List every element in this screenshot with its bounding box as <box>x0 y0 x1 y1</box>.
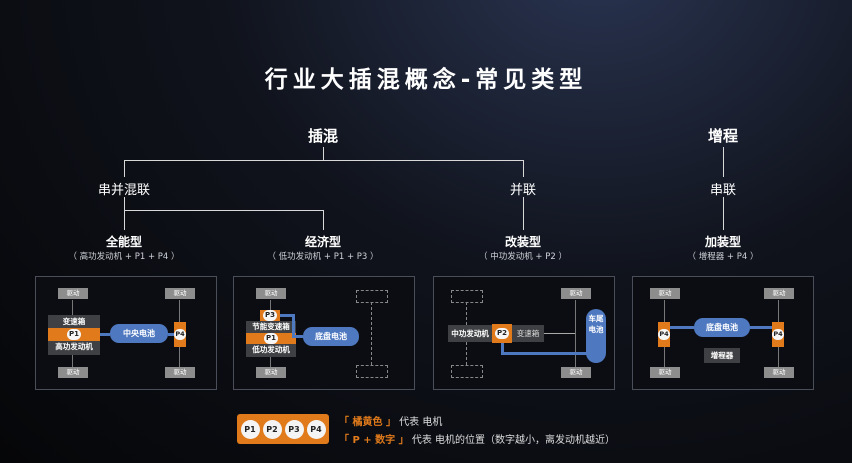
node-phev: 插混 <box>307 127 338 145</box>
drive-wheel: 驱动 <box>58 367 88 378</box>
type-name: 经济型 <box>304 235 341 249</box>
connector <box>501 343 504 355</box>
motor-p1-marker: P1 <box>246 333 296 344</box>
legend-color-desc: 代表 电机 <box>399 417 443 428</box>
tree-line <box>124 197 125 210</box>
badge-p4: P4 <box>306 419 326 439</box>
diagram-panel-economy: 驱动 驱动 P3 节能变速箱 低功发动机 P1 底盘电池 <box>233 276 415 390</box>
page-title: 行业大插混概念-常见类型 <box>264 67 588 93</box>
tree-line <box>124 210 324 211</box>
drive-wheel: 驱动 <box>256 288 286 299</box>
motor-p3-marker: P3 <box>260 310 280 321</box>
engine-label: 高功发动机 <box>55 342 93 351</box>
axle <box>270 300 271 312</box>
connector <box>670 326 694 329</box>
legend-p-key: 「 P + 数字 」 <box>339 435 409 446</box>
type-sub: （ 高功发动机 + P1 + P4 ） <box>68 252 180 262</box>
drive-wheel: 驱动 <box>650 288 680 299</box>
tree-line <box>523 197 524 230</box>
motor-p4-label: P4 <box>772 329 784 340</box>
motor-p1-label: P1 <box>66 329 81 340</box>
axle <box>72 354 73 367</box>
diagram-panel-retrofit: 驱动 驱动 中功发动机 P2 变速箱 车尾电池 <box>433 276 615 390</box>
rear-battery: 车尾电池 <box>586 309 606 363</box>
drive-wheel: 驱动 <box>561 288 591 299</box>
connector <box>100 333 110 336</box>
connector <box>750 326 772 329</box>
idle-wheel <box>356 365 388 378</box>
drive-wheel: 驱动 <box>650 367 680 378</box>
badge-p3: P3 <box>284 419 304 439</box>
drive-wheel: 驱动 <box>561 367 591 378</box>
type-name: 加装型 <box>704 235 741 249</box>
central-battery: 中央电池 <box>110 324 168 343</box>
motor-p2-label: P2 <box>494 328 509 339</box>
connector <box>295 335 303 338</box>
drive-wheel: 驱动 <box>165 367 195 378</box>
connector <box>168 333 174 336</box>
tree-line <box>124 210 125 230</box>
tree-line <box>124 160 524 161</box>
driveshaft <box>544 333 575 334</box>
type-sub: （ 增程器 + P4 ） <box>687 252 759 262</box>
motor-p4-marker: P4 <box>772 322 784 347</box>
engine-block: 中功发动机 <box>448 325 492 342</box>
legend-p-desc: 代表 电机的位置（数字越小，离发动机越近） <box>411 435 616 446</box>
type-name: 全能型 <box>105 235 142 249</box>
gearbox-label: 节能变速箱 <box>252 322 290 331</box>
motor-p3-label: P3 <box>262 310 277 321</box>
badge-p2: P2 <box>262 419 282 439</box>
legend-badges: P1 P2 P3 P4 <box>237 414 329 444</box>
drive-wheel: 驱动 <box>764 288 794 299</box>
badge-p1: P1 <box>240 419 260 439</box>
idle-axle <box>371 302 372 365</box>
tree-line <box>523 160 524 177</box>
diagram-panel-full: 驱动 驱动 驱动 驱动 变速箱 高功发动机 P1 中央电池 P4 <box>35 276 217 390</box>
node-series-parallel: 串并混联 <box>97 183 150 198</box>
idle-wheel <box>451 290 483 303</box>
chassis-battery: 底盘电池 <box>303 327 359 346</box>
axle <box>270 357 271 367</box>
axle <box>575 300 576 367</box>
tree-line <box>723 197 724 230</box>
axle <box>72 300 73 316</box>
motor-p4-label: P4 <box>174 329 186 340</box>
drive-wheel: 驱动 <box>58 288 88 299</box>
tree-line <box>323 147 324 160</box>
node-parallel: 并联 <box>509 183 536 198</box>
gearbox-label: 变速箱 <box>62 317 86 326</box>
drive-wheel: 驱动 <box>764 367 794 378</box>
engine-label: 低功发动机 <box>252 345 290 354</box>
drive-wheel: 驱动 <box>165 288 195 299</box>
motor-p4-label: P4 <box>658 329 670 340</box>
motor-p4-marker: P4 <box>658 322 670 347</box>
node-erev: 增程 <box>707 127 738 145</box>
connector <box>501 352 587 355</box>
type-sub: （ 中功发动机 + P2 ） <box>479 252 567 262</box>
diagram-panel-addon: 驱动 驱动 驱动 驱动 P4 P4 底盘电池 增程器 <box>632 276 814 390</box>
legend-line-2: 「 P + 数字 」 代表 电机的位置（数字越小，离发动机越近） <box>339 431 615 446</box>
idle-wheel <box>451 365 483 378</box>
legend-color-key: 「 橘黄色 」 <box>339 417 396 428</box>
motor-p4-marker: P4 <box>174 322 186 347</box>
legend-line-1: 「 橘黄色 」 代表 电机 <box>339 413 442 428</box>
tree-line <box>124 160 125 177</box>
range-extender: 增程器 <box>704 348 740 363</box>
motor-p2-marker: P2 <box>492 324 512 343</box>
motor-p1-marker: P1 <box>48 328 100 341</box>
connector <box>280 314 294 317</box>
type-name: 改装型 <box>504 235 541 249</box>
drive-wheel: 驱动 <box>256 367 286 378</box>
node-series: 串联 <box>709 183 736 198</box>
gearbox-block: 变速箱 <box>512 325 544 342</box>
idle-wheel <box>356 290 388 303</box>
connector <box>292 314 295 338</box>
tree-line <box>723 147 724 177</box>
type-sub: （ 低功发动机 + P1 + P3 ） <box>267 252 379 262</box>
chassis-battery: 底盘电池 <box>694 318 750 337</box>
motor-p1-label: P1 <box>263 333 278 344</box>
tree-line <box>323 210 324 230</box>
